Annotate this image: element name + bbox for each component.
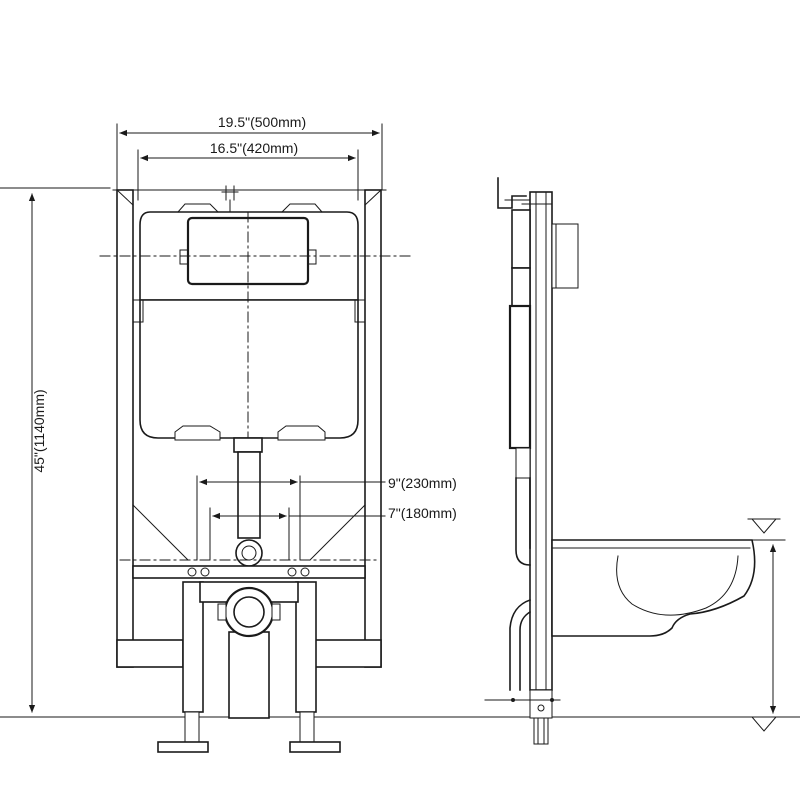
seat-height-dimension bbox=[739, 539, 786, 714]
height-dimension: 45"(1140mm) bbox=[28, 193, 47, 713]
flush-pipe bbox=[233, 437, 263, 567]
side-cistern bbox=[508, 209, 579, 479]
outer-width-dimension: 19.5"(500mm) bbox=[116, 114, 383, 191]
top-hook bbox=[497, 177, 527, 209]
flush-plate-opening bbox=[99, 211, 413, 439]
height-label: 45"(1140mm) bbox=[31, 389, 47, 472]
bolt-wide-label: 9"(230mm) bbox=[388, 475, 457, 491]
outer-width-label: 19.5"(500mm) bbox=[218, 114, 306, 130]
side-flush-pipe bbox=[509, 477, 532, 691]
side-frame bbox=[521, 191, 553, 745]
bolt-narrow-dimension: 7"(180mm) bbox=[209, 505, 457, 561]
tank-tabs bbox=[174, 425, 326, 441]
bolt-narrow-label: 7"(180mm) bbox=[388, 505, 457, 521]
triangle-down-icon bbox=[750, 716, 778, 732]
side-view bbox=[484, 177, 786, 745]
mounting-crossbar bbox=[119, 559, 379, 579]
frame bbox=[112, 189, 387, 668]
drain-outlet bbox=[217, 586, 281, 719]
inner-width-dimension: 16.5"(420mm) bbox=[137, 140, 359, 201]
front-view: 45"(1140mm) 19.5"(500mm) 16.5"(420mm) bbox=[0, 114, 800, 753]
bolt-wide-dimension: 9"(230mm) bbox=[196, 475, 457, 561]
toilet-bowl bbox=[551, 539, 771, 637]
triangle-down-icon bbox=[750, 518, 778, 534]
frame-legs bbox=[157, 581, 341, 753]
inner-width-label: 16.5"(420mm) bbox=[210, 140, 298, 156]
